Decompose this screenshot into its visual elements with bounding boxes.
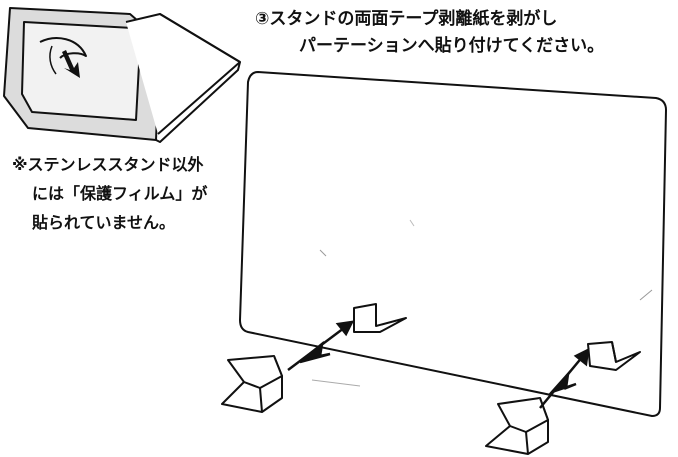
arrow-head-right-icon: [573, 347, 590, 367]
mounted-stand-left: [353, 303, 407, 333]
arrow-head-left-icon: [335, 320, 355, 337]
peel-arrow-icon: [62, 50, 80, 78]
mounted-stand-right: [587, 341, 641, 371]
note-line-1: ※ステンレススタンド以外: [12, 155, 204, 174]
tape-area: [21, 21, 141, 121]
note-line-3: 貼られていません。: [32, 213, 176, 232]
attach-arrow-right: [539, 347, 590, 409]
loose-stand-left: [221, 355, 283, 413]
arrow-head-left-mid-icon: [299, 340, 331, 364]
note-line-2: には「保護フィルム」が: [32, 184, 208, 203]
inset-stand-illustration: [3, 7, 241, 143]
instruction-text: ③スタンドの両面テープ剥離紙を剥がし パーテーションへ貼り付けてください。: [255, 6, 675, 60]
arrow-head-right-mid-icon: [547, 370, 577, 395]
attach-arrow-left: [287, 320, 355, 371]
loose-stand-right: [485, 397, 549, 455]
instruction-line-2: パーテーションへ貼り付けてください。: [299, 36, 605, 56]
protective-film-note: ※ステンレススタンド以外 には「保護フィルム」が 貼られていません。: [12, 150, 247, 237]
instruction-line-1: ③スタンドの両面テープ剥離紙を剥がし: [255, 9, 558, 29]
